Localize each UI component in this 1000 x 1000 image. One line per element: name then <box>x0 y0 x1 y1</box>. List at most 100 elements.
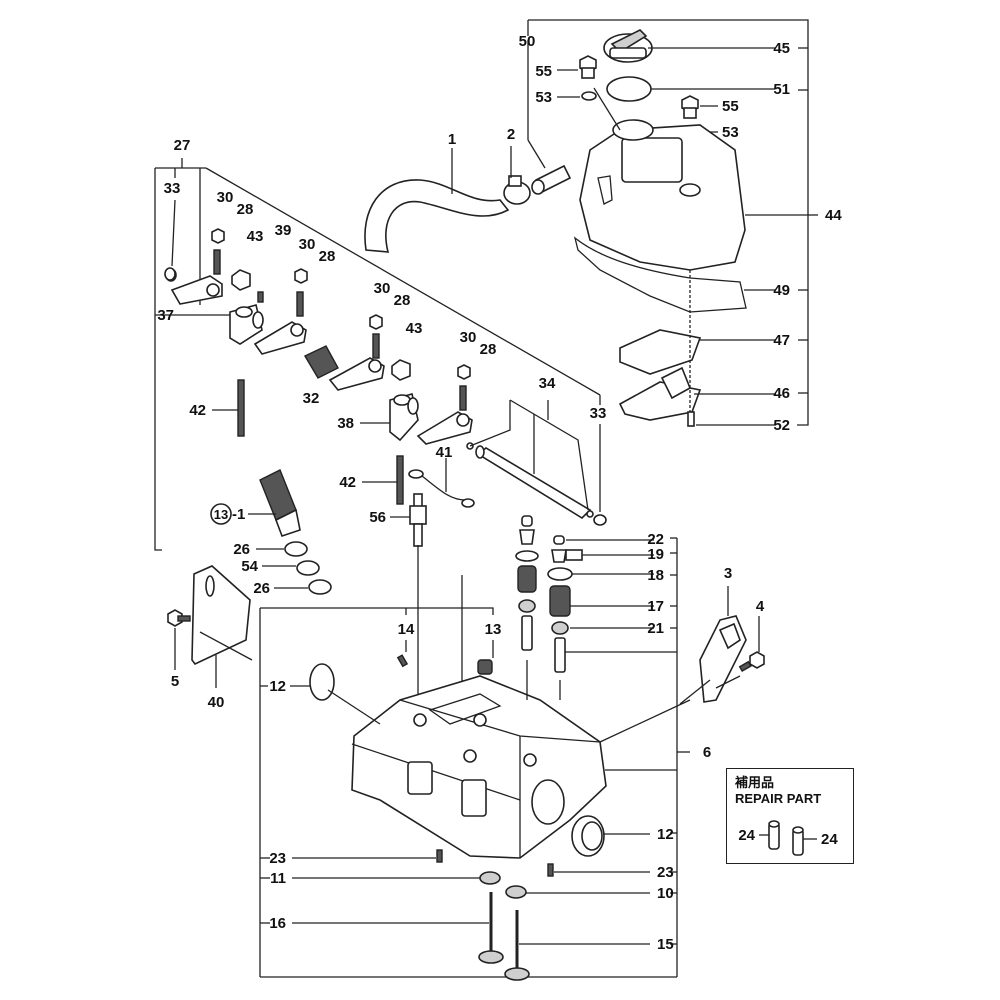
callout-44: 44 <box>825 207 842 224</box>
callout-3: 3 <box>724 565 732 582</box>
callout-30-b: 30 <box>299 236 316 253</box>
washer-54 <box>296 560 320 576</box>
callout-14: 14 <box>398 621 415 638</box>
callout-23-right: 23 <box>657 864 674 881</box>
callout-6: 6 <box>703 744 711 761</box>
callout-12-right: 12 <box>657 826 674 843</box>
injector-13-1 <box>248 469 301 538</box>
callout-4: 4 <box>756 598 765 615</box>
callout-17: 17 <box>647 598 664 615</box>
bonnet-group-bracket <box>527 19 818 426</box>
rocker-group-bracket <box>154 158 601 551</box>
breather-pipe <box>527 40 572 195</box>
nozzle-sleeve-13 <box>477 659 493 675</box>
callout-16: 16 <box>269 915 286 932</box>
callout-43-a: 43 <box>247 228 264 245</box>
callout-30-d: 30 <box>460 329 477 346</box>
stud-42-right <box>396 455 404 505</box>
washer-26-upper <box>284 541 308 557</box>
callout-24-left: 24 <box>738 827 755 844</box>
plug-55-left <box>557 55 597 101</box>
stud-42-left <box>237 379 245 437</box>
valve-seat-10 <box>505 885 527 899</box>
callout-24-right: 24 <box>821 831 838 848</box>
callout-33-left: 33 <box>164 180 181 197</box>
callout-28-b: 28 <box>319 248 336 265</box>
callout-46: 46 <box>773 385 790 402</box>
callout-37: 37 <box>157 307 174 324</box>
callout-49: 49 <box>773 282 790 299</box>
callout-19: 19 <box>647 546 664 563</box>
rocker-shaft-34 <box>466 399 594 520</box>
callout-50: 50 <box>519 33 536 50</box>
lifting-bracket-3 <box>679 586 747 705</box>
callout-40: 40 <box>208 694 225 711</box>
callout-32: 32 <box>303 390 320 407</box>
callout-30-c: 30 <box>374 280 391 297</box>
callout-circle-13 <box>210 503 232 525</box>
pin-14 <box>396 654 409 668</box>
callout-54: 54 <box>241 558 258 575</box>
callout-51: 51 <box>773 81 790 98</box>
callout-22: 22 <box>647 531 664 548</box>
exhaust-valve-15 <box>504 910 650 981</box>
repair-part-title-en: REPAIR PART <box>735 791 822 806</box>
oil-filler-cap <box>603 29 775 63</box>
callout-13: 13 <box>485 621 502 638</box>
repair-part-title: 補用品 REPAIR PART <box>735 775 821 807</box>
callout-52: 52 <box>773 417 790 434</box>
callout-18: 18 <box>647 567 664 584</box>
spring-32 <box>304 345 339 379</box>
o-ring-51 <box>606 76 652 102</box>
valve-assembly-left <box>515 515 539 700</box>
circlip-33 <box>593 514 607 526</box>
callout-45: 45 <box>773 40 790 57</box>
callout-55-right: 55 <box>722 98 739 115</box>
repair-part-box: 補用品 REPAIR PART 24 24 <box>726 768 854 864</box>
callout-27: 27 <box>174 137 191 154</box>
callout-28-a: 28 <box>237 201 254 218</box>
callout-47: 47 <box>773 332 790 349</box>
callout-21: 21 <box>647 620 664 637</box>
callout-56: 56 <box>369 509 386 526</box>
callout-34: 34 <box>539 375 556 392</box>
callout-41: 41 <box>436 444 453 461</box>
callout-53-right: 53 <box>722 124 739 141</box>
callout-13-circle: 13 <box>214 507 228 522</box>
mount-plate-40 <box>191 565 253 688</box>
repair-part-title-jp: 補用品 <box>735 775 775 790</box>
callout-38: 38 <box>337 415 354 432</box>
glow-plug-56 <box>390 493 427 547</box>
bolt-4 <box>715 616 765 689</box>
callout-23-left: 23 <box>269 850 286 867</box>
callout-labels: 1 2 3 4 5 6 10 11 12 12 13 13 -1 14 15 1… <box>157 33 842 953</box>
gasket-plate-47 <box>619 329 702 375</box>
callout-5: 5 <box>171 673 179 690</box>
breather-hose <box>364 148 510 253</box>
rocker-arm-4 <box>416 364 473 445</box>
callout-53-left: 53 <box>535 89 552 106</box>
circlip-33-left <box>164 267 176 281</box>
callout-13-1-suffix: -1 <box>232 506 245 523</box>
core-plug-12-left <box>290 663 381 725</box>
rocker-arm-2 <box>253 268 308 355</box>
callout-42-right: 42 <box>339 474 356 491</box>
cylinder-head-group-box <box>259 537 690 978</box>
bonnet-gasket <box>573 236 747 313</box>
callout-28-d: 28 <box>480 341 497 358</box>
rocker-shaft-support-38 <box>360 359 419 442</box>
callout-1: 1 <box>448 131 456 148</box>
dowel-23-right <box>547 863 554 877</box>
rocker-shaft-support-37 <box>180 269 264 345</box>
callout-26-lower: 26 <box>253 580 270 597</box>
core-plug-12-right <box>571 815 650 857</box>
valve-seat-11 <box>479 871 501 885</box>
callout-10: 10 <box>657 885 674 902</box>
callout-55-left: 55 <box>535 63 552 80</box>
intake-valve-16 <box>292 892 504 964</box>
callout-11: 11 <box>270 870 286 887</box>
washer-26-lower <box>308 579 332 595</box>
hose-clip <box>503 146 531 205</box>
